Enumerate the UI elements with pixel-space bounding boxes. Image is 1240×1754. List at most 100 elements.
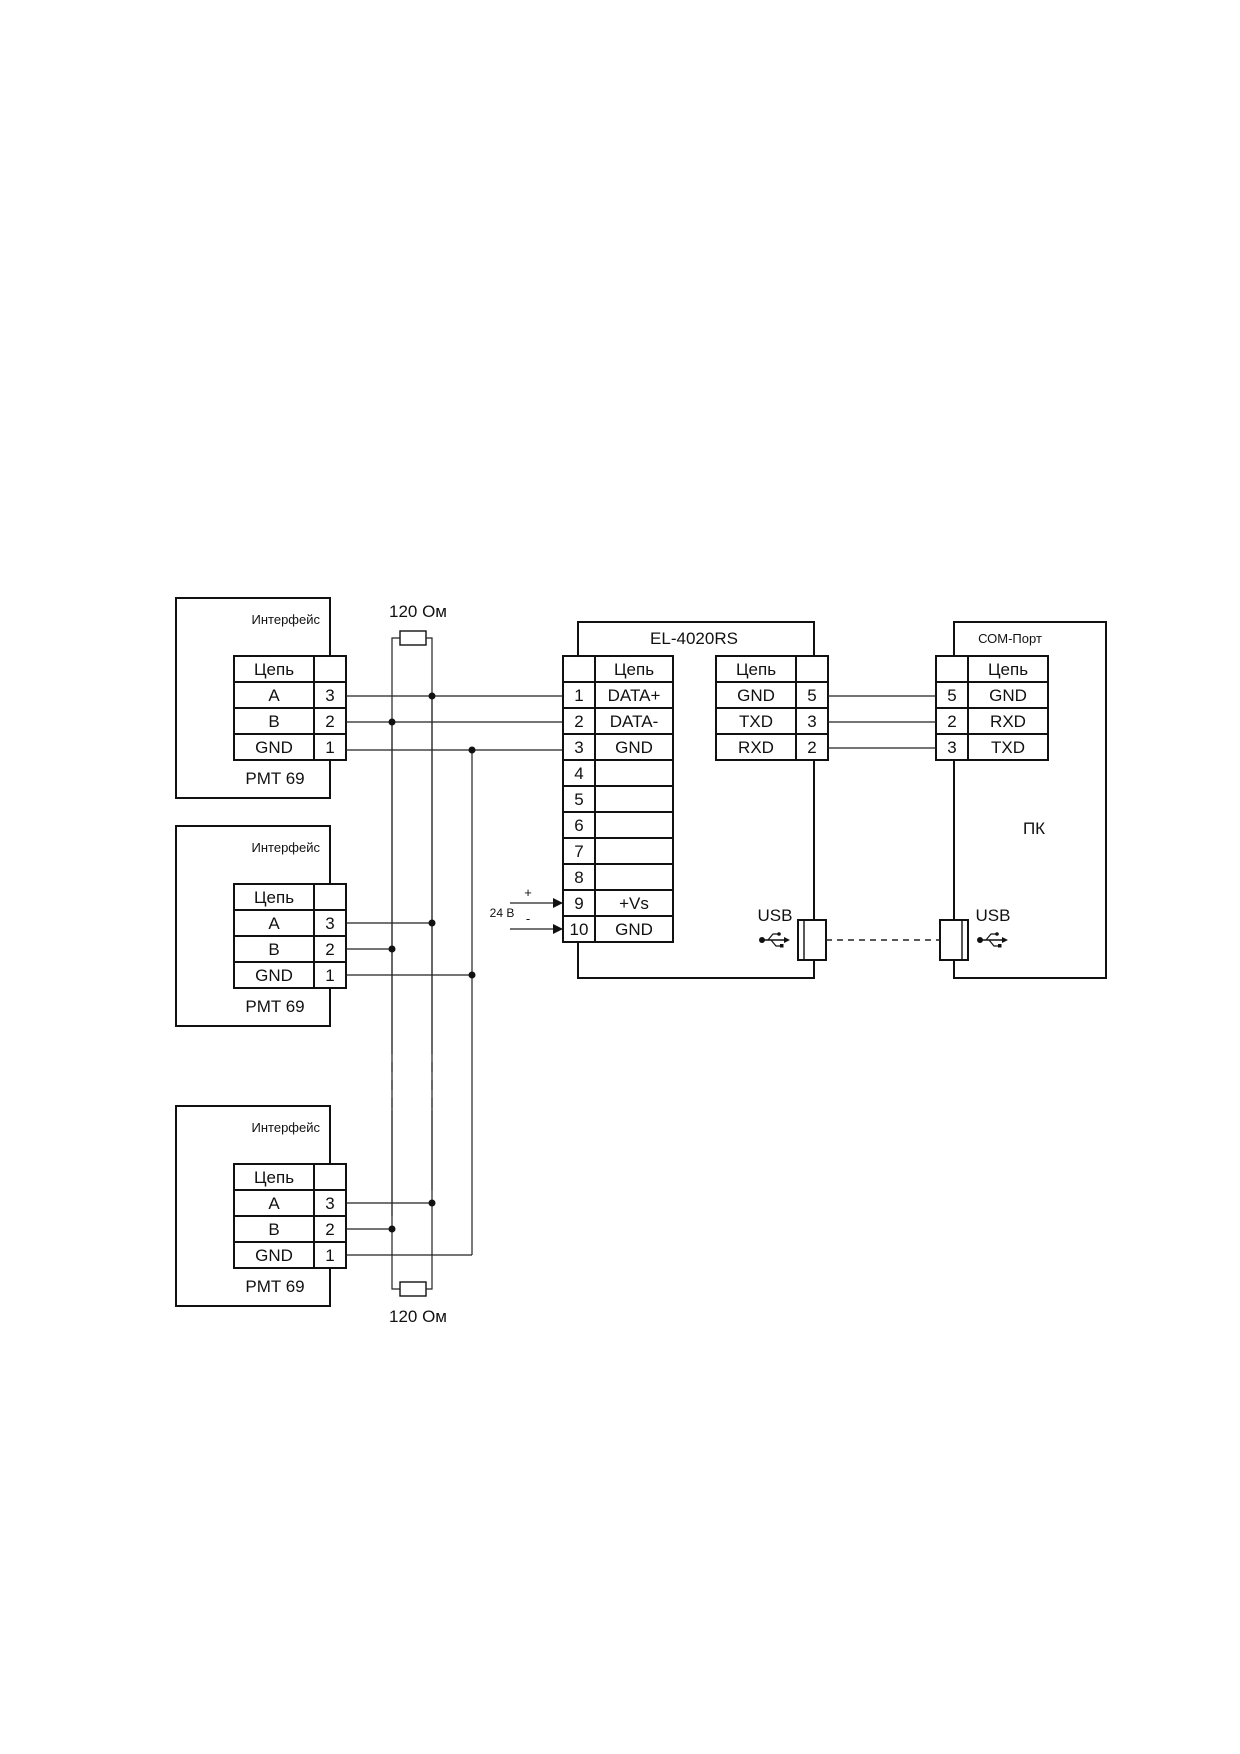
terminal-row: 2 RXD bbox=[935, 707, 1049, 735]
usb-label: USB bbox=[976, 906, 1011, 925]
usb-icon bbox=[759, 932, 790, 948]
converter-el-4020rs: EL-4020RS Цепь 1 DATA+ 2 DATA- 3 GND 4 bbox=[562, 621, 829, 979]
pin-label: 3 bbox=[807, 712, 816, 731]
signal-label: A bbox=[268, 686, 280, 705]
pin-label: 8 bbox=[574, 868, 583, 887]
terminal-row: 6 bbox=[562, 811, 674, 839]
usb-label: USB bbox=[758, 906, 793, 925]
pin-label: 9 bbox=[574, 894, 583, 913]
pin-label: 3 bbox=[325, 1194, 334, 1213]
pin-label: 5 bbox=[574, 790, 583, 809]
terminal-pin bbox=[313, 1241, 347, 1269]
com-link-wires bbox=[828, 695, 936, 749]
terminal-header-pin bbox=[935, 655, 969, 683]
terminal-header bbox=[594, 655, 674, 683]
signal-label: GND bbox=[255, 1246, 293, 1265]
pin-label: 2 bbox=[325, 940, 334, 959]
terminal-row: 9 +Vs bbox=[562, 889, 674, 917]
terminal-cell bbox=[594, 759, 674, 787]
terminal-cell bbox=[594, 837, 674, 865]
terminal-pin bbox=[562, 811, 596, 839]
terminal-cell bbox=[594, 863, 674, 891]
power-voltage-label: 24 В bbox=[490, 906, 515, 920]
terminal-pin bbox=[313, 681, 347, 709]
junction-dot bbox=[428, 692, 436, 700]
power-minus-label: - bbox=[526, 911, 530, 926]
pin-label: 1 bbox=[325, 1246, 334, 1265]
rs485-bus-wires bbox=[346, 692, 580, 1290]
terminal-row: 5 GND bbox=[935, 681, 1049, 709]
terminal-header-label: Цепь bbox=[736, 660, 776, 679]
junction-dot bbox=[388, 945, 396, 953]
pin-label: 1 bbox=[325, 966, 334, 985]
pin-label: 3 bbox=[325, 914, 334, 933]
terminal-pin bbox=[562, 863, 596, 891]
device-block-3: Интерфейс Цепь A 3 B 2 GND 1 PMT 69 bbox=[175, 1105, 347, 1307]
terminal-cell bbox=[967, 733, 1049, 761]
power-plus-label: + bbox=[524, 885, 532, 900]
pin-label: 7 bbox=[574, 842, 583, 861]
resistor-leads bbox=[391, 637, 433, 1216]
terminal-row: TXD 3 bbox=[715, 707, 829, 735]
terminal-header-pin bbox=[313, 883, 347, 911]
pin-label: 2 bbox=[325, 1220, 334, 1239]
junction-dot bbox=[468, 746, 476, 754]
signal-label: B bbox=[268, 940, 279, 959]
terminal-cell bbox=[594, 733, 674, 761]
terminal-row bbox=[233, 707, 315, 735]
pin-label: 3 bbox=[947, 738, 956, 757]
pin-label: 1 bbox=[325, 738, 334, 757]
pin-label: 10 bbox=[570, 920, 589, 939]
terminal-cell bbox=[967, 707, 1049, 735]
arrow-icon bbox=[553, 898, 563, 908]
usb-icon bbox=[977, 932, 1008, 948]
terminal-row: 3 GND bbox=[562, 733, 674, 761]
pc-frame bbox=[953, 621, 1107, 979]
interface-label: Интерфейс bbox=[252, 840, 321, 855]
pin-label: 5 bbox=[947, 686, 956, 705]
terminal-row: 10 GND bbox=[562, 915, 674, 943]
terminal-header-label: Цепь bbox=[254, 660, 294, 679]
terminal-row bbox=[233, 733, 315, 761]
signal-label: A bbox=[268, 914, 280, 933]
junction-dot bbox=[428, 919, 436, 927]
terminal-row: 8 bbox=[562, 863, 674, 891]
signal-label: GND bbox=[737, 686, 775, 705]
terminal-row: 3 TXD bbox=[935, 733, 1049, 761]
device-block-2: Интерфейс Цепь A 3 B 2 GND 1 PMT 69 bbox=[175, 825, 347, 1027]
terminal-pin bbox=[562, 707, 596, 735]
signal-label: GND bbox=[255, 966, 293, 985]
terminal-cell bbox=[715, 733, 797, 761]
device-name: PMT 69 bbox=[245, 997, 304, 1016]
terminal-header-pin bbox=[313, 1163, 347, 1191]
signal-label: RXD bbox=[990, 712, 1026, 731]
bus-b-lower bbox=[391, 1110, 400, 1290]
pin-label: 3 bbox=[574, 738, 583, 757]
device-name: PMT 69 bbox=[245, 769, 304, 788]
junction-dot bbox=[388, 718, 396, 726]
terminal-row: 5 bbox=[562, 785, 674, 813]
terminal-pin bbox=[935, 733, 969, 761]
terminal-pin bbox=[313, 961, 347, 989]
pin-label: 4 bbox=[574, 764, 583, 783]
pin-label: 5 bbox=[807, 686, 816, 705]
terminal-header-label: Цепь bbox=[254, 888, 294, 907]
bus-a-lower bbox=[426, 1110, 433, 1290]
pin-label: 2 bbox=[947, 712, 956, 731]
interface-label: Интерфейс bbox=[252, 612, 321, 627]
resistor-label: 120 Ом bbox=[389, 602, 447, 621]
junction-dot bbox=[428, 1199, 436, 1207]
signal-label: DATA- bbox=[610, 712, 658, 731]
power-input: + 24 В - bbox=[490, 885, 563, 934]
signal-label: TXD bbox=[991, 738, 1025, 757]
pin-label: 2 bbox=[325, 712, 334, 731]
terminal-pin bbox=[562, 733, 596, 761]
resistor-label: 120 Ом bbox=[389, 1307, 447, 1326]
terminal-cell bbox=[594, 707, 674, 735]
terminal-header-pin bbox=[795, 655, 829, 683]
device-name: PMT 69 bbox=[245, 1277, 304, 1296]
device-block-1: Интерфейс Цепь A 3 B 2 GND 1 PMT 69 bbox=[175, 597, 347, 799]
usb-connector bbox=[939, 919, 969, 961]
terminal-row: 2 DATA- bbox=[562, 707, 674, 735]
signal-label: DATA+ bbox=[608, 686, 661, 705]
